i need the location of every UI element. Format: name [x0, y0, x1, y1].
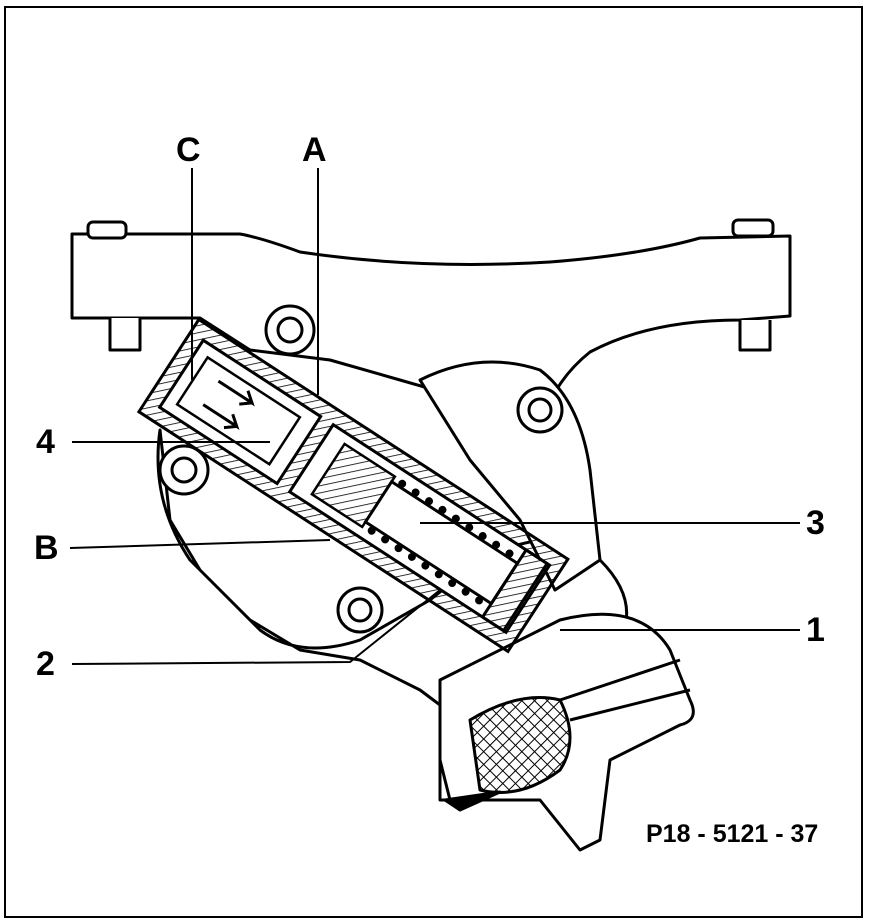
leader-lines — [69, 168, 800, 665]
figure-frame — [4, 6, 863, 918]
callout-1: 1 — [806, 611, 825, 649]
outlet-strainer — [438, 612, 695, 852]
callout-4: 4 — [36, 423, 55, 461]
callout-a: A — [302, 131, 327, 169]
callout-2: 2 — [36, 645, 55, 683]
callout-c: C — [176, 131, 201, 169]
figure-reference-code: P18 - 5121 - 37 — [646, 820, 819, 848]
callout-b: B — [34, 529, 59, 567]
callout-3: 3 — [806, 504, 825, 542]
housing-flange — [70, 218, 792, 442]
valve-cylinder — [136, 317, 570, 654]
